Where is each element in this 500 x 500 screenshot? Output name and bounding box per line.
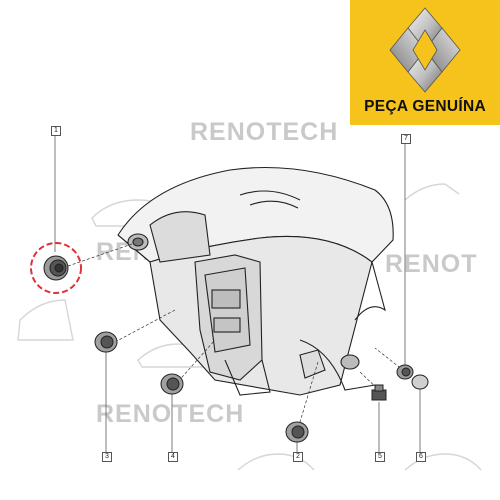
part-4-air-vent [160, 373, 184, 395]
part-1-air-vent [43, 255, 69, 281]
callout-3: 3 [102, 452, 112, 462]
part-6-cap [411, 374, 429, 390]
dashboard-illustration [117, 166, 394, 396]
highlight-circle [30, 242, 82, 294]
part-3-air-vent [94, 331, 118, 353]
part-7-vent-small [396, 364, 414, 380]
genuine-part-badge: PEÇA GENUÍNA [350, 0, 500, 125]
watermark-right-partial: RENOT [385, 250, 478, 278]
leader-lines [67, 243, 409, 433]
watermark-bottom: RENOTECH [96, 400, 245, 428]
genuine-part-label: PEÇA GENUÍNA [364, 98, 486, 115]
callout-4: 4 [168, 452, 178, 462]
callout-6: 6 [416, 452, 426, 462]
callout-2: 2 [293, 452, 303, 462]
part-2-air-vent [285, 421, 309, 443]
renault-diamond-logo-icon [389, 7, 461, 93]
callout-leaders [54, 134, 421, 452]
callout-5: 5 [375, 452, 385, 462]
callout-7: 7 [401, 134, 411, 144]
watermark-top: RENOTECH [190, 118, 339, 146]
part-5-connector [371, 384, 387, 401]
callout-1: 1 [51, 126, 61, 136]
